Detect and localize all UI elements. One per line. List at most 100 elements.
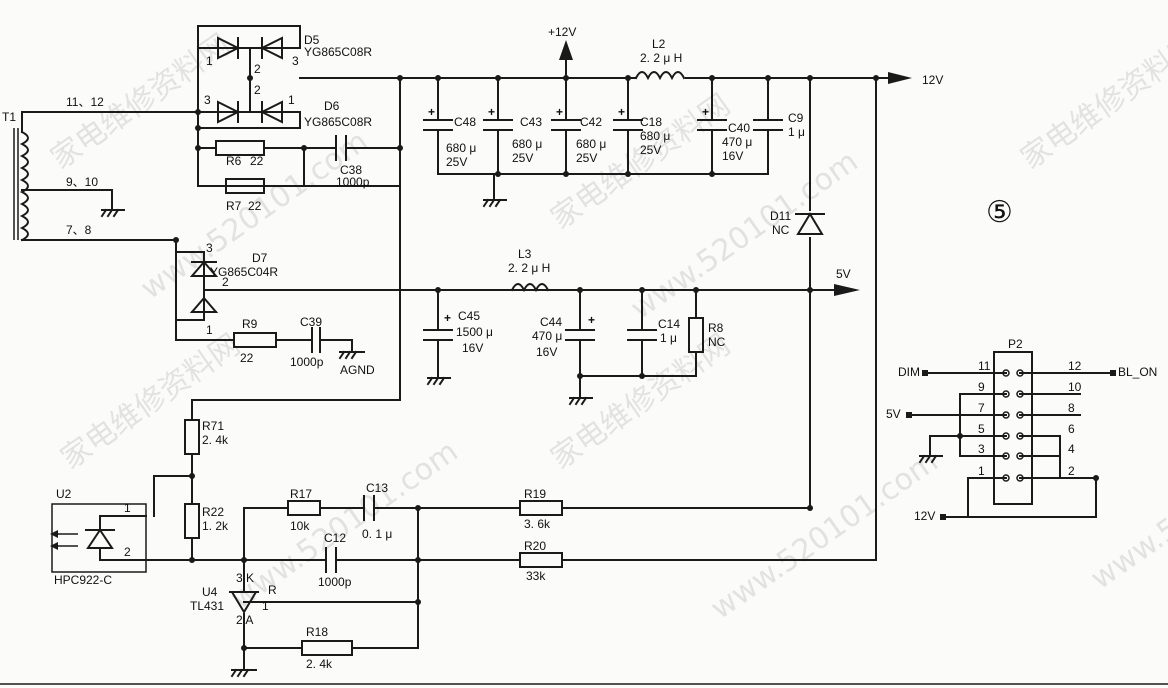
c45-ref: C45 — [458, 309, 480, 323]
c40-value: 470 μ — [722, 135, 752, 149]
d6-pin-3: 3 — [204, 93, 211, 107]
r71-feed-wire — [191, 399, 401, 421]
p2-pin-number: 3 — [978, 442, 985, 456]
junction-dot — [301, 145, 307, 151]
d5-diode-a — [217, 36, 241, 60]
p2-pin-number: 10 — [1068, 380, 1082, 394]
arrow-right-icon — [834, 284, 860, 296]
p2-pin-number: 12 — [1068, 359, 1082, 373]
r18-resistor — [301, 640, 353, 656]
d6-diode-a — [217, 100, 241, 124]
watermark-text: 家电维修资料网 — [545, 327, 737, 476]
d7-pin-3: 3 — [206, 241, 213, 255]
c12-ref: C12 — [324, 531, 346, 545]
t1-pins-11-12: 11、12 — [66, 95, 104, 109]
junction-dot — [625, 75, 631, 81]
c18-value: 680 μ — [640, 129, 670, 143]
watermark-text: www.520101.com — [135, 124, 375, 307]
c40-voltage: 16V — [722, 149, 743, 163]
c13-ref: C13 — [366, 481, 388, 495]
watermark-text: www.520101.com — [705, 444, 945, 627]
p2-pin-number: 9 — [978, 380, 985, 394]
c42-capacitor — [551, 119, 581, 131]
arrow-up-icon — [559, 40, 573, 60]
d7-ref: D7 — [252, 251, 268, 265]
r17-value: 10k — [290, 519, 310, 533]
p2-right-wires — [967, 393, 1097, 518]
r22-ref: R22 — [202, 505, 224, 519]
p2-12v-terminal — [940, 514, 946, 520]
r20-ref: R20 — [524, 539, 546, 553]
l3-inductor — [510, 283, 550, 293]
u2-pin-2: 2 — [124, 545, 131, 559]
plus-sign: + — [588, 313, 595, 327]
junction-dot — [957, 433, 963, 439]
c48-ref: C48 — [454, 115, 476, 129]
c45-voltage: 16V — [462, 341, 483, 355]
d6-ref: D6 — [324, 99, 340, 113]
junction-dot — [577, 287, 583, 293]
l2-ref: L2 — [652, 37, 666, 51]
r17-resistor — [287, 500, 321, 516]
d5-pin-1: 1 — [206, 54, 213, 68]
rectifier-5v: 5V 3 2 1 D7 YG865C04R R9 22 C39 1000p AG… — [173, 237, 860, 406]
r7-ref: R7 — [226, 199, 242, 213]
r7-value: 22 — [248, 199, 262, 213]
plus-sign: + — [488, 105, 495, 119]
p2-pin-number: 4 — [1068, 442, 1075, 456]
junction-dot — [195, 145, 201, 151]
u2-light-arrows — [58, 533, 78, 547]
c39-capacitor — [311, 327, 321, 353]
c48-voltage: 25V — [446, 155, 467, 169]
d5-ref: D5 — [304, 33, 320, 47]
c43-capacitor — [483, 119, 513, 131]
ground-symbol — [568, 396, 593, 406]
p2-bl-on-label: BL_ON — [1118, 365, 1157, 379]
l3-ref: L3 — [518, 247, 532, 261]
c40-capacitor — [697, 119, 727, 131]
c44-ref: C44 — [540, 315, 562, 329]
d7-diode-b — [189, 296, 219, 313]
r22-value: 1. 2k — [202, 519, 229, 533]
u4-pin-a: 2 A — [236, 613, 253, 627]
u4-part: TL431 — [190, 599, 224, 613]
d5-part: YG865C08R — [304, 45, 372, 59]
junction-dot — [709, 171, 715, 177]
plus-sign: + — [444, 311, 451, 325]
junction-dot — [563, 171, 569, 177]
d6-diode-b — [259, 100, 283, 124]
r8-wire — [579, 289, 697, 377]
label-5v-out: 5V — [836, 267, 851, 281]
junction-dot — [195, 125, 201, 131]
junction-dot — [709, 75, 715, 81]
r9-value: 22 — [240, 351, 254, 365]
r9-ref: R9 — [242, 317, 258, 331]
junction-dot — [189, 557, 195, 563]
p2-5v-terminal — [906, 412, 912, 418]
d7-diode-a — [189, 260, 219, 277]
junction-dot — [247, 75, 253, 81]
t1-pins-7-8: 7、8 — [66, 223, 92, 237]
c38-ref: C38 — [340, 163, 362, 177]
junction-dot — [1093, 475, 1099, 481]
c18-capacitor — [613, 119, 643, 131]
ground-symbol — [230, 668, 257, 678]
junction-dot — [639, 287, 645, 293]
u2-led-diode — [85, 528, 115, 549]
arrow-right-icon — [888, 72, 912, 84]
c13-value: 0. 1 μ — [362, 527, 392, 541]
c40-ref: C40 — [728, 121, 750, 135]
u2-body — [51, 503, 147, 573]
d6-pin-2: 2 — [254, 83, 261, 97]
u2-ref: U2 — [56, 487, 72, 501]
p2-pin-number: 7 — [978, 401, 985, 415]
c9-value: 1 μ — [788, 125, 805, 139]
d6-frame — [197, 111, 301, 129]
p2-dim-terminal — [922, 370, 928, 376]
t1-winding — [19, 130, 29, 242]
c38-capacitor — [335, 135, 347, 161]
c45-value: 1500 μ — [456, 325, 493, 339]
ground-symbol — [482, 173, 507, 208]
u2-pin2-wire — [99, 547, 241, 561]
